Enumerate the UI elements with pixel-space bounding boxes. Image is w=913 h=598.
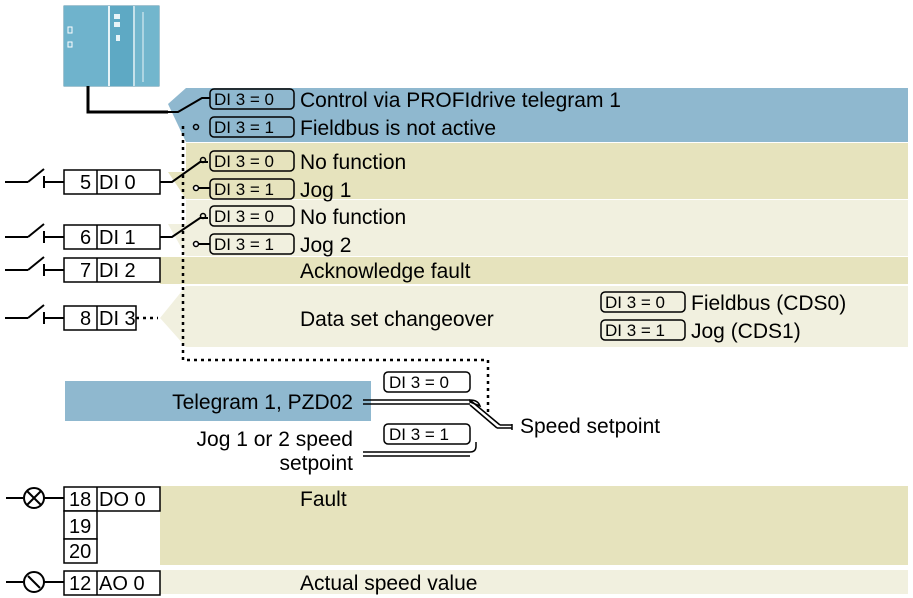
setpoint-target: Speed setpoint (520, 415, 660, 438)
di1-opt0: No function (300, 206, 406, 229)
ao0-band (160, 570, 908, 594)
cond-label: DI 3 = 0 (214, 90, 274, 109)
terminal-block (63, 570, 161, 596)
di1-opt1: Jog 2 (300, 234, 351, 257)
ao0-function: Actual speed value (300, 572, 477, 595)
cond-label: DI 3 = 0 (389, 373, 449, 392)
cond-label: DI 3 = 1 (605, 321, 665, 340)
di-name: DI 3 (99, 308, 136, 330)
di1-band (168, 200, 908, 256)
lamp-icon (6, 487, 64, 509)
cond-box: DI 3 = 1 (209, 116, 295, 138)
di0-opt1: Jog 1 (300, 179, 351, 202)
meter-icon (6, 571, 64, 593)
terminal-number: 19 (69, 516, 91, 538)
do0-band (160, 486, 908, 565)
do-name: DO 0 (99, 489, 146, 511)
fieldbus-opt1: Fieldbus is not active (300, 117, 496, 140)
di0-selector-switch (160, 156, 210, 192)
setpoint-source0: Telegram 1, PZD02 (172, 391, 353, 414)
di0-opt0: No function (300, 151, 406, 174)
cond-label: DI 3 = 0 (214, 207, 274, 226)
di0-band (168, 143, 908, 199)
terminal-number: 20 (69, 541, 91, 563)
plc-controller-icon (63, 5, 160, 87)
di3-sel1: Jog (CDS1) (691, 320, 801, 343)
terminal-block (63, 486, 161, 512)
di3-sel0: Fieldbus (CDS0) (691, 292, 846, 315)
di0-input-switch (5, 168, 64, 188)
cond-label: DI 3 = 1 (389, 425, 449, 444)
di2-input-switch (5, 256, 64, 276)
terminal-number: 8 (80, 308, 91, 330)
setpoint-source1-line1: Jog 1 or 2 speed (197, 428, 353, 451)
terminal-number: 18 (69, 489, 91, 511)
setpoint-switch (363, 399, 513, 457)
di2-function: Acknowledge fault (300, 260, 471, 283)
di3-control-line (181, 126, 490, 412)
telegram-source-band (65, 381, 371, 421)
di3-input-switch (5, 304, 64, 324)
di2-band (160, 257, 908, 284)
cond-label: DI 3 = 1 (214, 118, 274, 137)
cond-label: DI 3 = 1 (214, 235, 274, 254)
terminal-number: 5 (80, 172, 91, 194)
cond-label: DI 3 = 1 (214, 180, 274, 199)
terminal-block (63, 169, 161, 195)
di1-selector-switch (160, 212, 210, 248)
terminal-number: 7 (80, 260, 91, 282)
terminal-number: 6 (80, 227, 91, 249)
fieldbus-opt0: Control via PROFIdrive telegram 1 (300, 89, 621, 112)
cond-label: DI 3 = 0 (214, 152, 274, 171)
di-name: DI 1 (99, 227, 136, 249)
di3-function: Data set changeover (300, 308, 494, 331)
cond-box: DI 3 = 0 (209, 88, 295, 110)
di-name: DI 2 (99, 260, 136, 282)
ao-name: AO 0 (99, 573, 145, 595)
fieldbus-band (168, 88, 908, 142)
di3-band (160, 286, 908, 347)
cond-label: DI 3 = 0 (605, 293, 665, 312)
terminal-block (63, 257, 161, 283)
do0-function: Fault (300, 488, 347, 511)
di1-input-switch (5, 223, 64, 243)
profibus-cable (86, 86, 168, 114)
terminal-number: 12 (69, 573, 91, 595)
terminal-block (63, 305, 137, 331)
di-name: DI 0 (99, 172, 136, 194)
fieldbus-switch (168, 97, 210, 131)
setpoint-source1-line2: setpoint (279, 452, 353, 475)
